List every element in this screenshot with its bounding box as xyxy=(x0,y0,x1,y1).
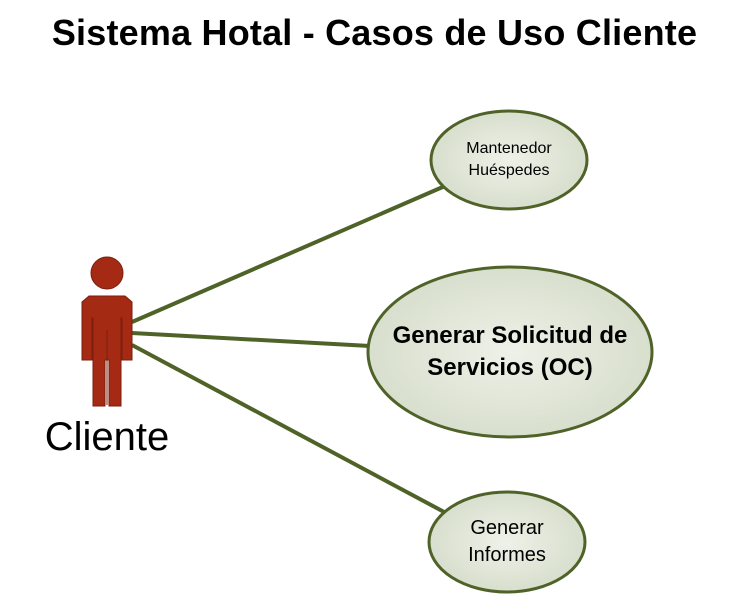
actor-label: Cliente xyxy=(44,415,170,459)
usecase-informes-ellipse[interactable] xyxy=(427,490,587,594)
usecase-solicitud-line2: Servicios (OC) xyxy=(427,354,593,381)
usecase-mantenedor-line1: Mantenedor xyxy=(466,140,552,157)
association-line-solicitud xyxy=(131,331,371,348)
usecase-informes-line1: Generar xyxy=(470,517,544,539)
association-line-informes xyxy=(131,343,447,515)
usecase-mantenedor-label[interactable]: Mantenedor Huéspedes xyxy=(430,110,588,210)
usecase-solicitud-label[interactable]: Generar Solicitud de Servicios (OC) xyxy=(366,266,654,438)
usecase-mantenedor-ellipse[interactable] xyxy=(429,109,589,211)
usecase-solicitud-line1: Generar Solicitud de xyxy=(392,322,628,349)
usecase-informes-label[interactable]: Generar Informes xyxy=(428,490,586,594)
usecase-mantenedor-line2: Huéspedes xyxy=(468,162,550,179)
actor-cliente-icon xyxy=(81,256,133,407)
association-line-mantenedor xyxy=(131,184,446,324)
usecase-solicitud-ellipse[interactable] xyxy=(366,265,654,439)
usecase-informes-line2: Informes xyxy=(468,544,546,566)
diagram-title: Sistema Hotal - Casos de Uso Cliente xyxy=(51,12,698,53)
